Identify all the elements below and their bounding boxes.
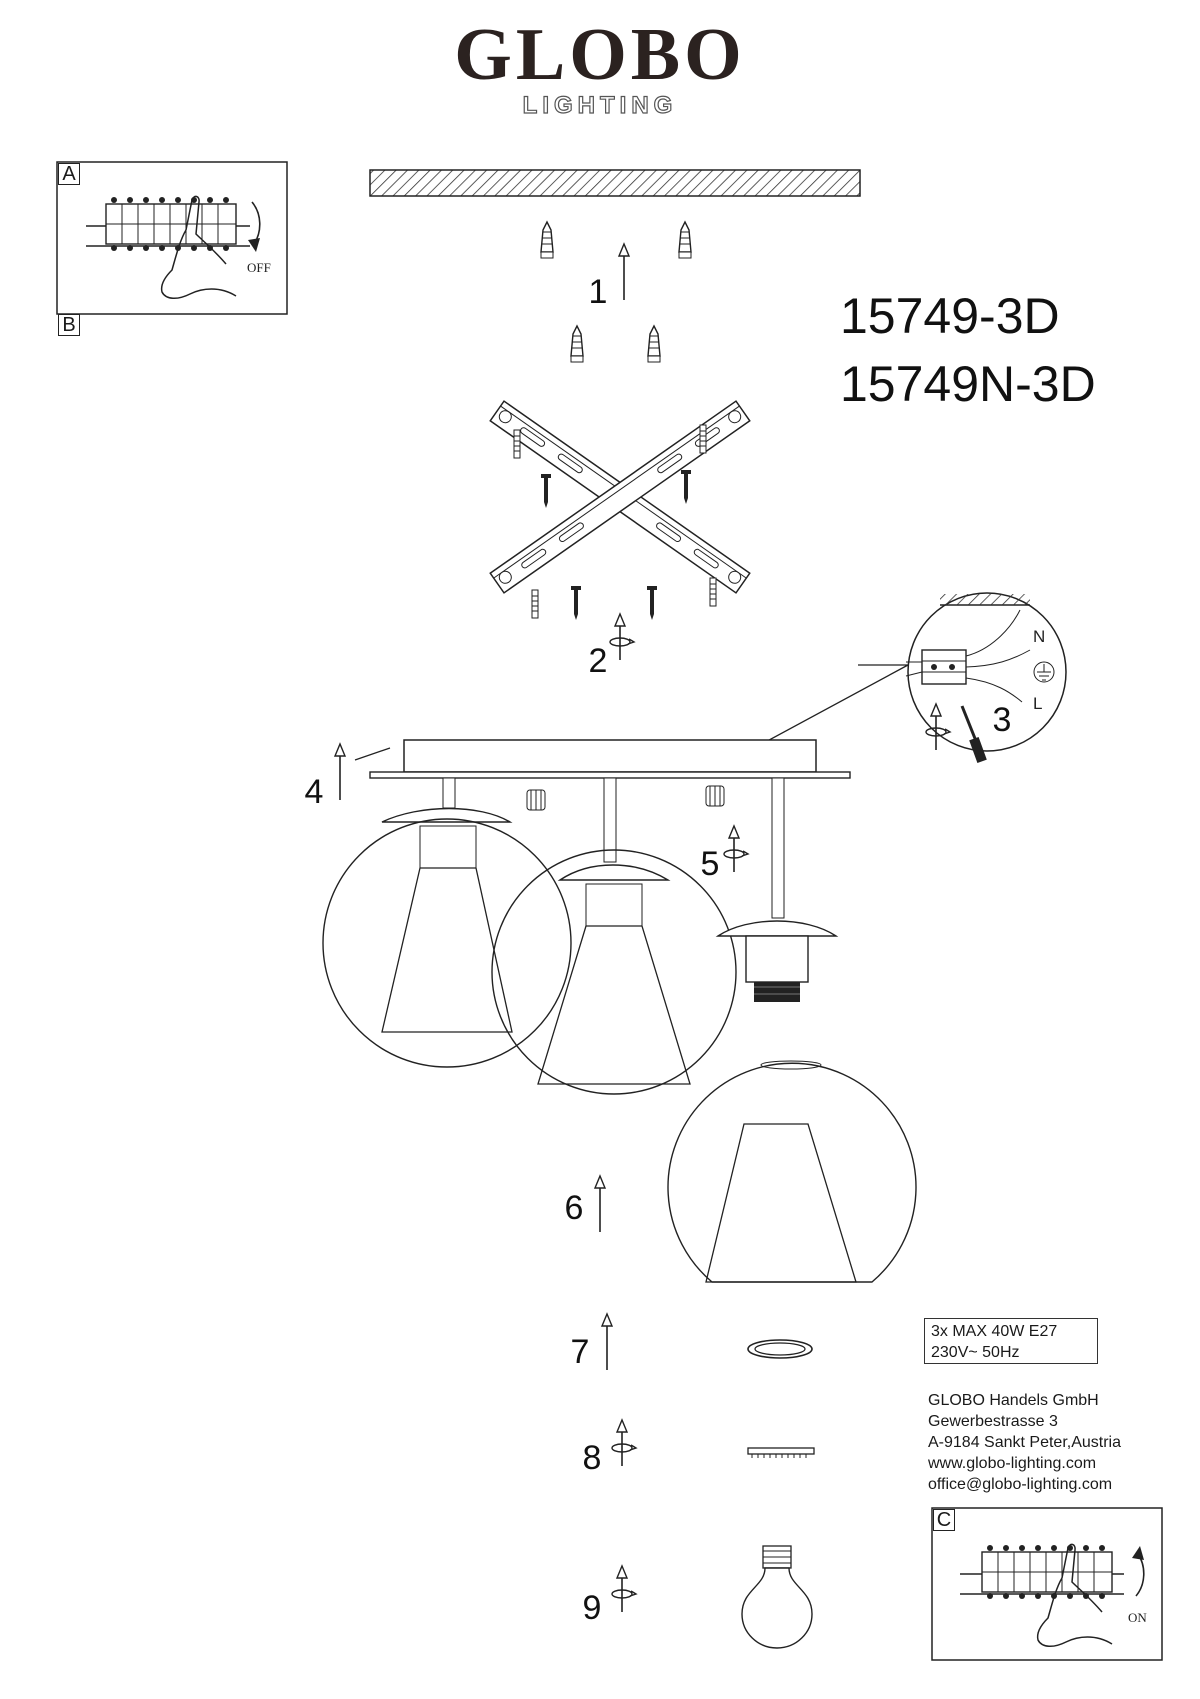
breaker-on-panel — [931, 1507, 1163, 1661]
dowel-icon — [678, 221, 692, 259]
panel-label-c: C — [933, 1509, 955, 1531]
brand-logo: GLOBO — [454, 14, 746, 96]
wall-dowels — [540, 221, 692, 363]
step-number: 2 — [588, 642, 608, 680]
nut-icon — [526, 789, 546, 811]
ceiling — [369, 169, 861, 197]
wire-label-live: L — [1033, 694, 1043, 713]
state-label-on: ON — [1128, 1610, 1147, 1625]
address-city: A-9184 Sankt Peter,Austria — [928, 1434, 1121, 1451]
step-number: 4 — [304, 773, 324, 811]
gasket-ring — [601, 1313, 813, 1371]
twist-arrow-icon — [611, 1419, 637, 1467]
screw-icon — [541, 474, 551, 508]
screw-icon — [681, 470, 691, 504]
arrow-up-icon — [1132, 1546, 1144, 1560]
lamp-socket-icon — [754, 982, 800, 1002]
breaker-terminal-icon — [105, 196, 237, 252]
canopy — [334, 739, 851, 873]
address-company: GLOBO Handels GmbH — [928, 1392, 1099, 1409]
cross-bracket — [489, 400, 751, 661]
step-number: 9 — [582, 1589, 602, 1627]
panel-label-a: A — [58, 163, 80, 185]
earth-ground-icon — [1033, 661, 1055, 683]
wire-label-neutral: N — [1033, 627, 1046, 646]
spec-box: 3x MAX 40W E27 230V~ 50Hz — [924, 1318, 1098, 1364]
stud-icon — [531, 589, 539, 619]
step-number: 7 — [570, 1333, 590, 1371]
dowel-icon — [570, 325, 584, 363]
up-arrow-icon — [334, 743, 346, 801]
breaker-off-panel — [56, 161, 288, 315]
dowel-icon — [647, 325, 661, 363]
screw-icon — [571, 586, 581, 620]
twist-arrow-icon — [611, 1565, 637, 1613]
address-email-link[interactable]: office@globo-lighting.com — [928, 1476, 1113, 1493]
address-street: Gewerbestrasse 3 — [928, 1413, 1058, 1430]
pendant-right-open — [715, 777, 839, 1002]
nut-icon — [705, 785, 725, 807]
breaker-terminal-icon — [981, 1544, 1113, 1600]
stud-icon — [709, 577, 717, 607]
step-number: 6 — [564, 1189, 584, 1227]
up-arrow-icon — [601, 1313, 613, 1371]
step-number: 1 — [588, 273, 608, 311]
spec-line: 230V~ 50Hz — [931, 1344, 1020, 1361]
address-website-link[interactable]: www.globo-lighting.com — [928, 1455, 1097, 1472]
brand-subtitle: LIGHTING — [522, 91, 678, 119]
pendant-left — [322, 777, 572, 1068]
spec-line: 3x MAX 40W E27 — [931, 1323, 1058, 1340]
pendant-middle — [491, 777, 737, 1095]
step-number: 8 — [582, 1439, 602, 1477]
model-number: 15749-3D — [840, 288, 1060, 344]
manufacturer-address: GLOBO Handels GmbH Gewerbestrasse 3 A-91… — [928, 1390, 1121, 1495]
screwdriver-icon — [960, 705, 987, 763]
arrow-down-icon — [248, 238, 260, 252]
dowel-icon — [540, 221, 554, 259]
stud-icon — [513, 429, 521, 459]
model-number: 15749N-3D — [840, 356, 1096, 412]
up-arrow-icon — [618, 243, 630, 301]
step-number: 3 — [992, 701, 1012, 739]
light-bulb-icon — [611, 1545, 813, 1649]
threaded-ring — [611, 1419, 815, 1467]
stud-icon — [699, 424, 707, 454]
glass-shade — [594, 1060, 917, 1283]
state-label-off: OFF — [247, 260, 271, 275]
wiring-detail — [759, 592, 1067, 763]
screw-icon — [647, 586, 657, 620]
up-arrow-icon — [594, 1175, 606, 1233]
step-number: 5 — [700, 845, 720, 883]
panel-label-b: B — [58, 314, 80, 336]
